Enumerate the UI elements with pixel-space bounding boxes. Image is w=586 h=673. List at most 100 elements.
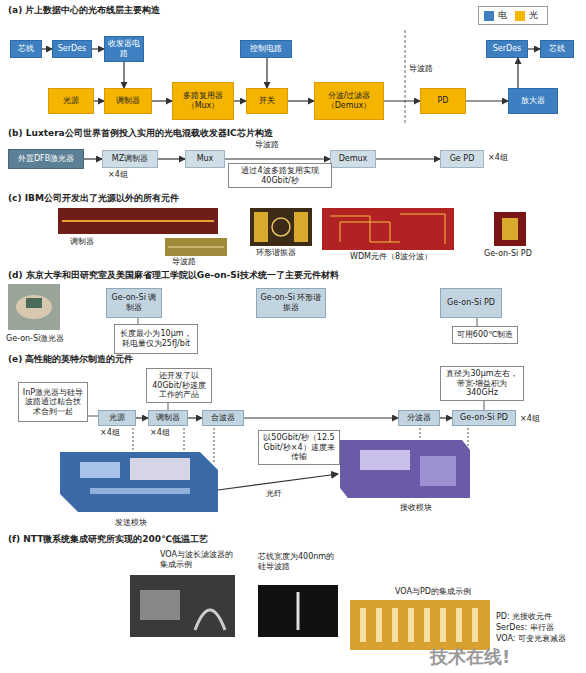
annotation: ×4组 — [108, 170, 128, 180]
voa-filter-part — [140, 590, 180, 620]
waveguide-photo — [165, 238, 227, 256]
signal-arrow — [384, 100, 420, 101]
annotation: 导波路 — [255, 140, 279, 150]
signal-arrow — [84, 158, 102, 159]
section-heading: (f) NTT微系统集成研究所实现的200℃低温工艺 — [8, 534, 208, 545]
node-text: InP激光器与硅导波路通过粘合技术合到一起 — [22, 388, 84, 417]
annotation: 发送模块 — [115, 518, 147, 528]
annotation: VOA: 可变光衰减器 — [496, 634, 566, 644]
callout-box: 可用600℃制造 — [452, 326, 518, 344]
receive-module — [340, 440, 470, 498]
node-text: 开关 — [259, 96, 275, 106]
comb-tooth — [440, 608, 446, 642]
signal-arrow — [440, 417, 452, 418]
annotation: ×4组 — [520, 414, 540, 424]
section-heading: (b) Luxtera公司世界首例投入实用的光电混载收发器IC芯片构造 — [8, 128, 273, 139]
module-chip — [420, 456, 456, 486]
component-box: 分波器 — [398, 410, 440, 426]
electrical-box: SerDes — [52, 40, 92, 58]
node-text: Mux — [197, 154, 214, 164]
component-box: 调制器 — [148, 410, 188, 426]
node-text: 芯线 — [18, 44, 34, 54]
annotation: ×4组 — [488, 153, 508, 163]
node-text: PD — [438, 96, 449, 106]
node-text: MZ调制器 — [112, 154, 148, 164]
node-text: 放大器 — [521, 96, 545, 106]
comb-tooth — [472, 608, 478, 642]
optical-box: 开关 — [246, 88, 288, 114]
waveguide-sem-photo — [258, 585, 338, 637]
optical-box: PD — [420, 88, 466, 114]
node-text: 外置DFB激光器 — [18, 154, 74, 164]
optical-box: 调制器 — [104, 88, 152, 114]
node-text: Ge-on-Si 环形谐振器 — [260, 293, 322, 312]
annotation: 环形谐振器 — [256, 248, 296, 258]
component-box: Ge-on-Si 调制器 — [106, 288, 162, 318]
ring-pad — [294, 212, 308, 242]
legend-text: 光 — [529, 9, 538, 22]
legend-swatch — [484, 11, 494, 21]
component-box: MZ调制器 — [102, 150, 158, 168]
signal-arrow — [466, 100, 508, 101]
annotation: Ge-on-Si激光器 — [6, 334, 64, 344]
comb-tooth — [408, 608, 414, 642]
signal-arrow — [266, 58, 267, 88]
annotation: 光纤 — [266, 489, 282, 499]
watermark: 技术在线! — [430, 646, 510, 668]
callout-box: 以50Gbit/秒（12.5 Gbit/秒×4）速度来传输 — [258, 430, 340, 465]
node-text: Demux — [339, 154, 368, 164]
node-text: 分波/过滤器（Demux） — [318, 91, 380, 110]
node-text: 多路复用器（Mux） — [176, 91, 230, 110]
annotation: 导波路 — [172, 257, 196, 267]
callout-box: 长度最小为10μm，耗电量仅为25fJ/bit — [114, 324, 198, 354]
node-text: 长度最小为10μm，耗电量仅为25fJ/bit — [118, 329, 194, 348]
signal-arrow — [123, 62, 124, 88]
legend: 电光 — [478, 6, 548, 25]
optical-box: 分波/过滤器（Demux） — [314, 82, 384, 120]
leader-connector — [484, 401, 485, 410]
leader-connector — [168, 403, 169, 410]
section-heading: (c) IBM公司开发出了光源以外的所有元件 — [8, 193, 179, 204]
node-text: Ge PD — [450, 154, 475, 164]
chip-shape — [26, 298, 42, 308]
wdm-photo — [322, 208, 454, 250]
hand-shape — [16, 295, 52, 319]
electrical-box: SerDes — [486, 40, 528, 58]
node-text: 以50Gbit/秒（12.5 Gbit/秒×4）速度来传输 — [262, 433, 336, 462]
section-heading: (a) 片上数据中心的光布线层主要构造 — [8, 5, 160, 16]
signal-arrow — [376, 158, 440, 159]
pd-pad — [502, 218, 518, 240]
signal-arrow — [94, 100, 104, 101]
electrical-box: 芯线 — [10, 40, 42, 58]
comb-tooth — [360, 608, 366, 642]
legend-swatch — [515, 11, 525, 21]
component-box: Mux — [185, 150, 225, 168]
signal-arrow — [136, 417, 148, 418]
node-text: SerDes — [493, 44, 522, 54]
callout-box: 直径为30μm左右，带宽-增益积为340GHz — [440, 366, 524, 401]
callout-box: 通过4波多路复用实现40Gbit/秒 — [228, 163, 332, 188]
signal-arrow — [188, 417, 202, 418]
node-text: 合波器 — [211, 413, 235, 423]
component-box: 光源 — [98, 410, 136, 426]
annotation: 调制器 — [70, 237, 94, 247]
signal-arrow — [42, 48, 52, 49]
signal-arrow — [225, 158, 330, 159]
comb-tooth — [456, 608, 462, 642]
callout-box: InP激光器与硅导波路通过粘合技术合到一起 — [18, 382, 88, 422]
annotation: VOA与波长滤波器的集成示例 — [160, 550, 238, 569]
boundary-line — [405, 30, 406, 125]
node-text: 光源 — [63, 96, 79, 106]
voa-pd-comb — [360, 608, 478, 642]
wdm-waveguide — [330, 214, 445, 244]
component-box: Ge PD — [440, 150, 484, 168]
ring-resonator — [272, 218, 290, 236]
module-chip — [80, 462, 120, 478]
voa-pd-photo — [350, 600, 490, 650]
annotation: ×4组 — [100, 428, 120, 438]
section-heading: (d) 东京大学和田研究室及美国麻省理工学院以Ge-on-Si技术统一了主要元件… — [8, 270, 339, 281]
annotation: 芯线宽度为400nm的硅导波路 — [258, 552, 340, 571]
node-text: 光源 — [109, 413, 125, 423]
node-text: 分波器 — [407, 413, 431, 423]
pd-photo — [494, 212, 526, 246]
